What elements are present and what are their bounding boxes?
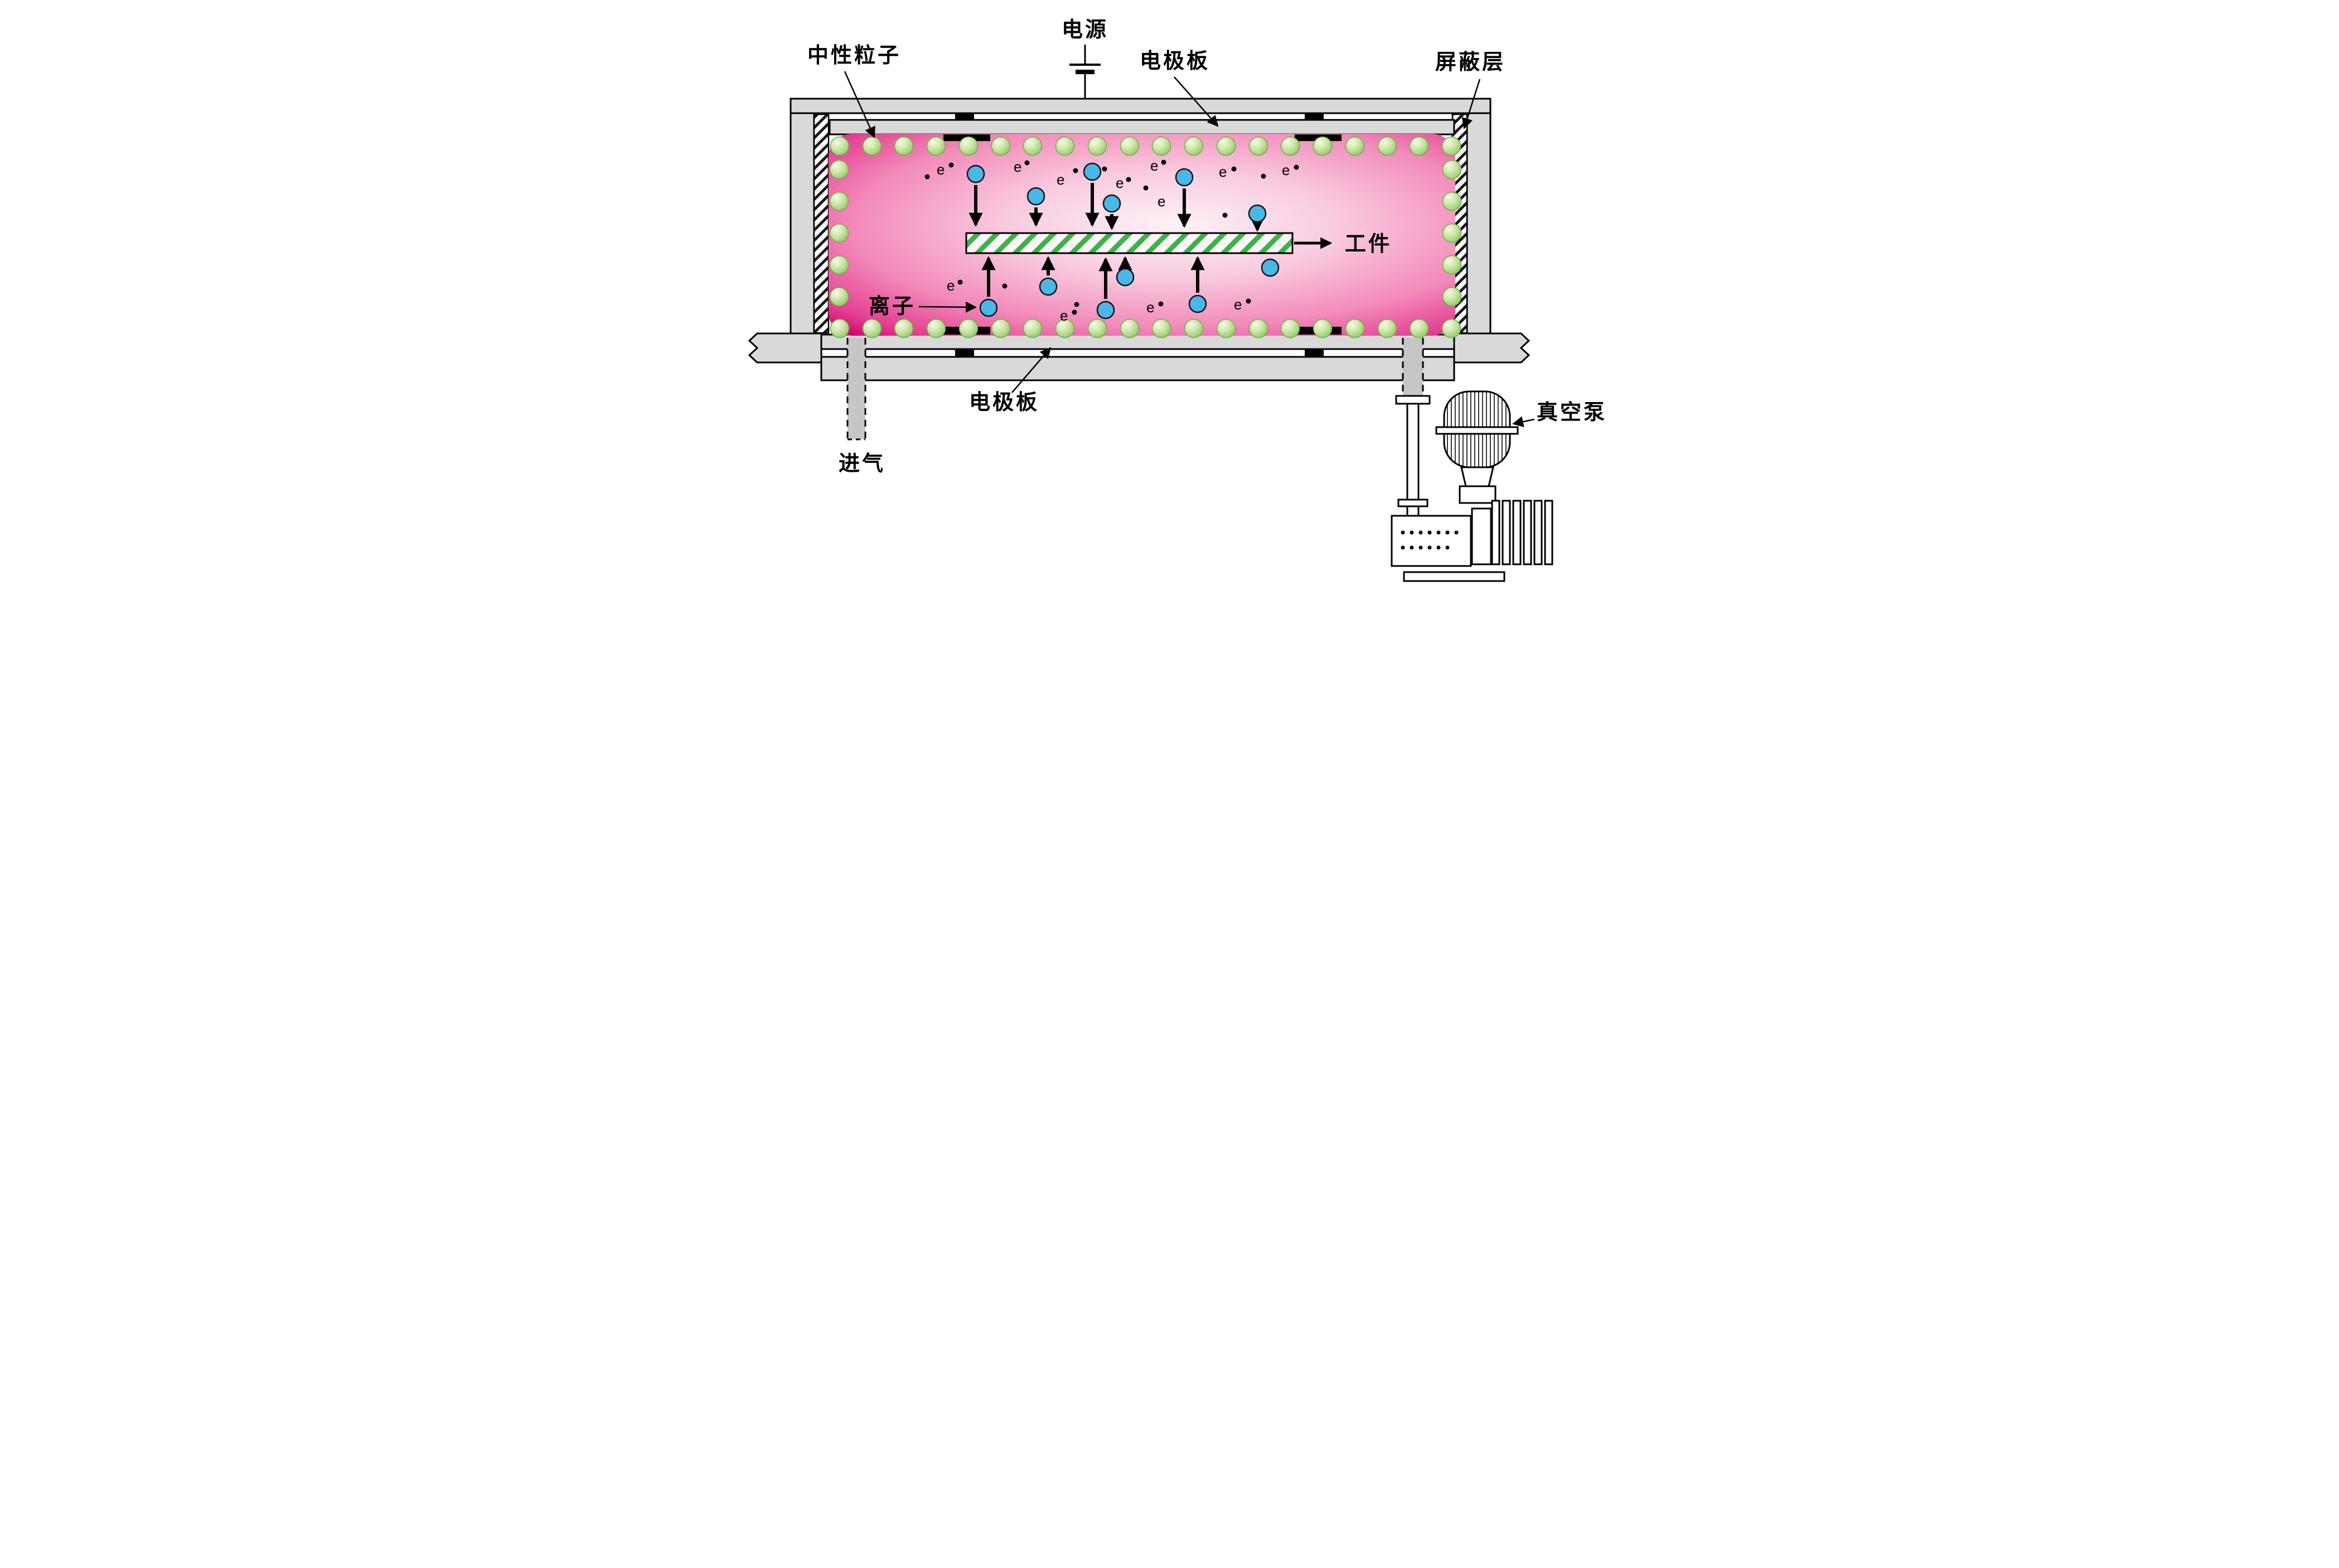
electron-label: e <box>1057 171 1064 188</box>
power-supply: 电源 <box>1061 18 1108 99</box>
electrode-plate-bottom <box>820 333 1455 357</box>
electron-dots <box>924 159 1299 315</box>
electron-label: e <box>1234 296 1242 313</box>
power-label: 电源 <box>1061 18 1108 42</box>
electron-label: e <box>1158 193 1165 210</box>
electron-label: e <box>1060 307 1068 324</box>
electron-label: e <box>1146 299 1154 316</box>
ion-label: 离子 <box>868 295 915 318</box>
electron-label: e <box>947 277 955 294</box>
left-flange <box>748 332 822 364</box>
workpiece: 工件 <box>965 232 1392 256</box>
electrode-plate-top <box>829 113 1455 135</box>
neutral-particle-label: 中性粒子 <box>807 44 901 67</box>
workpiece-label: 工件 <box>1345 233 1392 256</box>
shield-layer-left <box>813 113 829 334</box>
electron-label: e <box>1282 162 1290 178</box>
electron-label: e <box>1219 163 1227 180</box>
ion-arrows <box>968 183 1265 299</box>
pump-body <box>1391 515 1471 567</box>
callouts: 中性粒子 电极板 屏蔽层 离子 电极板 真空泵 <box>807 44 1605 428</box>
gas-inlet: 进气 <box>839 338 885 476</box>
vacuum-pump <box>1391 338 1553 582</box>
pump-fins <box>1491 500 1553 565</box>
chamber-shell <box>748 98 1530 381</box>
electron-labels: e e e e e e e e e e e e <box>937 157 1290 324</box>
gas-inlet-label: 进气 <box>839 452 885 476</box>
shield-layer-label: 屏蔽层 <box>1435 51 1505 74</box>
electron-label: e <box>1150 157 1158 174</box>
right-flange <box>1453 332 1530 364</box>
electron-label: e <box>1014 158 1021 175</box>
vacuum-pump-label: 真空泵 <box>1537 401 1605 424</box>
diagram-canvas: e e e e e e e e e e e e 工件 电源 <box>748 18 1605 582</box>
electron-label: e <box>1116 175 1124 191</box>
electrode-top-label: 电极板 <box>1140 50 1210 73</box>
electrode-bottom-label: 电极板 <box>969 391 1039 414</box>
electron-label: e <box>937 161 945 178</box>
plasma-chamber-diagram: e e e e e e e e e e e e 工件 电源 <box>735 0 1605 583</box>
